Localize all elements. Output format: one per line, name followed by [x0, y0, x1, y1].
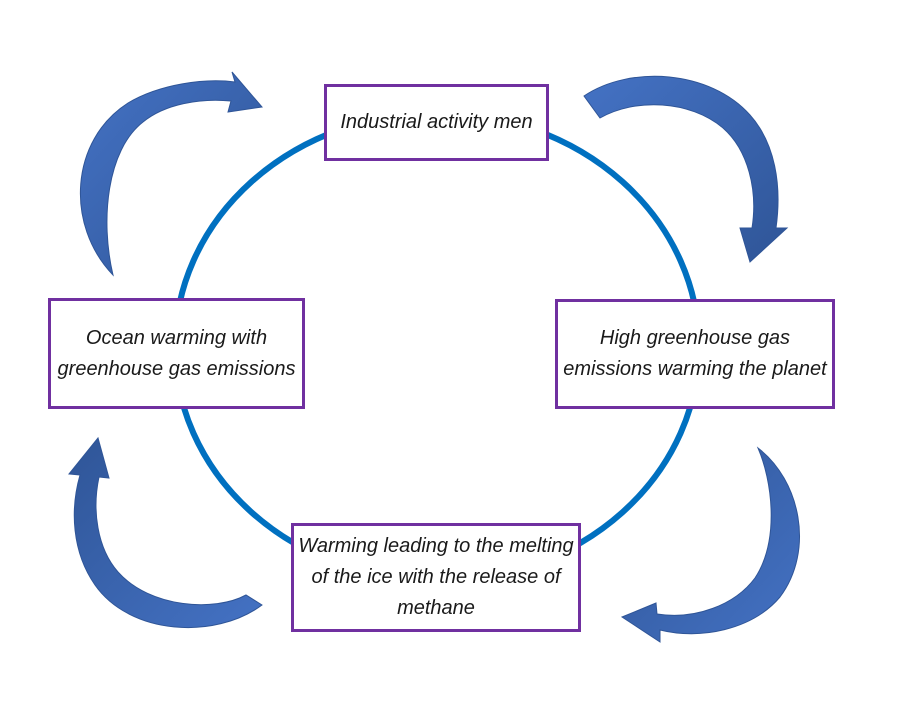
node-greenhouse-emissions: High greenhouse gas emissions warming th… — [555, 299, 835, 409]
node-label: Warming leading to the melting of the ic… — [298, 535, 574, 619]
curved-arrow-top-right — [583, 75, 789, 263]
curved-arrow-bottom-right — [620, 446, 800, 643]
node-ocean-warming: Ocean warming with greenhouse gas emissi… — [48, 298, 305, 409]
node-label: Industrial activity men — [340, 111, 533, 133]
node-ice-melting: Warming leading to the melting of the ic… — [291, 523, 581, 632]
node-label: Ocean warming with greenhouse gas emissi… — [57, 326, 296, 380]
node-label: High greenhouse gas emissions warming th… — [563, 327, 827, 380]
curved-arrow-top-left — [79, 71, 263, 277]
curved-arrow-bottom-left — [68, 436, 263, 628]
node-industrial-activity: Industrial activity men — [324, 84, 549, 161]
